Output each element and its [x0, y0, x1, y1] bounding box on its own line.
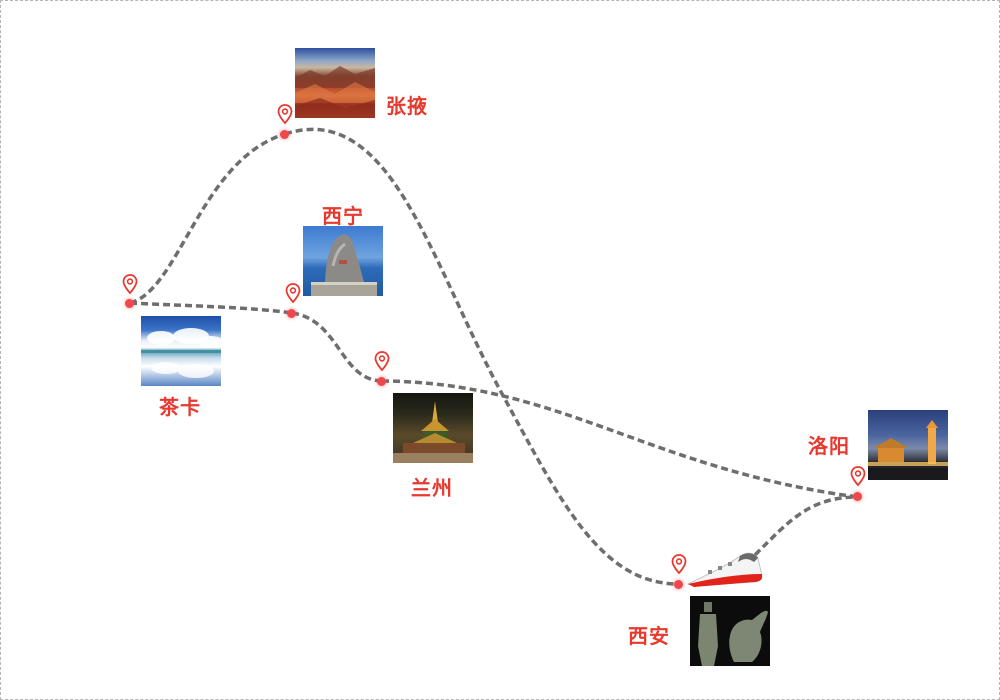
city-photo-xian [690, 596, 770, 666]
route-xining-lanzhou [291, 311, 383, 383]
location-pin-icon [122, 274, 138, 295]
location-pin-icon [671, 554, 687, 575]
city-photo-xining [303, 226, 383, 296]
city-label-chaka: 茶卡 [159, 395, 201, 419]
route-zhangye-xian [284, 127, 681, 586]
city-photo-luoyang [868, 410, 948, 480]
station-dot-lanzhou[interactable] [377, 377, 386, 386]
city-photo-lanzhou [393, 393, 473, 463]
station-dot-chaka[interactable] [125, 299, 134, 308]
route-lanzhou-luoyang [381, 379, 859, 499]
city-label-xining: 西宁 [322, 204, 364, 228]
location-pin-icon [374, 351, 390, 372]
station-dot-zhangye[interactable] [280, 130, 289, 139]
city-photo-chaka [141, 316, 221, 386]
city-label-zhangye: 张掖 [386, 94, 428, 118]
route-chaka-zhangye [129, 132, 286, 305]
location-pin-icon [285, 283, 301, 304]
location-pin-icon [850, 466, 866, 487]
high-speed-train-icon [686, 552, 763, 587]
city-label-luoyang: 洛阳 [808, 434, 850, 458]
station-dot-xian[interactable] [674, 580, 683, 589]
city-label-lanzhou: 兰州 [411, 476, 453, 500]
station-dot-luoyang[interactable] [853, 492, 862, 501]
city-label-xian: 西安 [628, 624, 670, 648]
station-dot-xining[interactable] [287, 309, 296, 318]
city-photo-zhangye [295, 48, 375, 118]
location-pin-icon [277, 104, 293, 125]
route-xian-luoyang [753, 495, 859, 557]
route-chaka-xining [129, 301, 293, 315]
